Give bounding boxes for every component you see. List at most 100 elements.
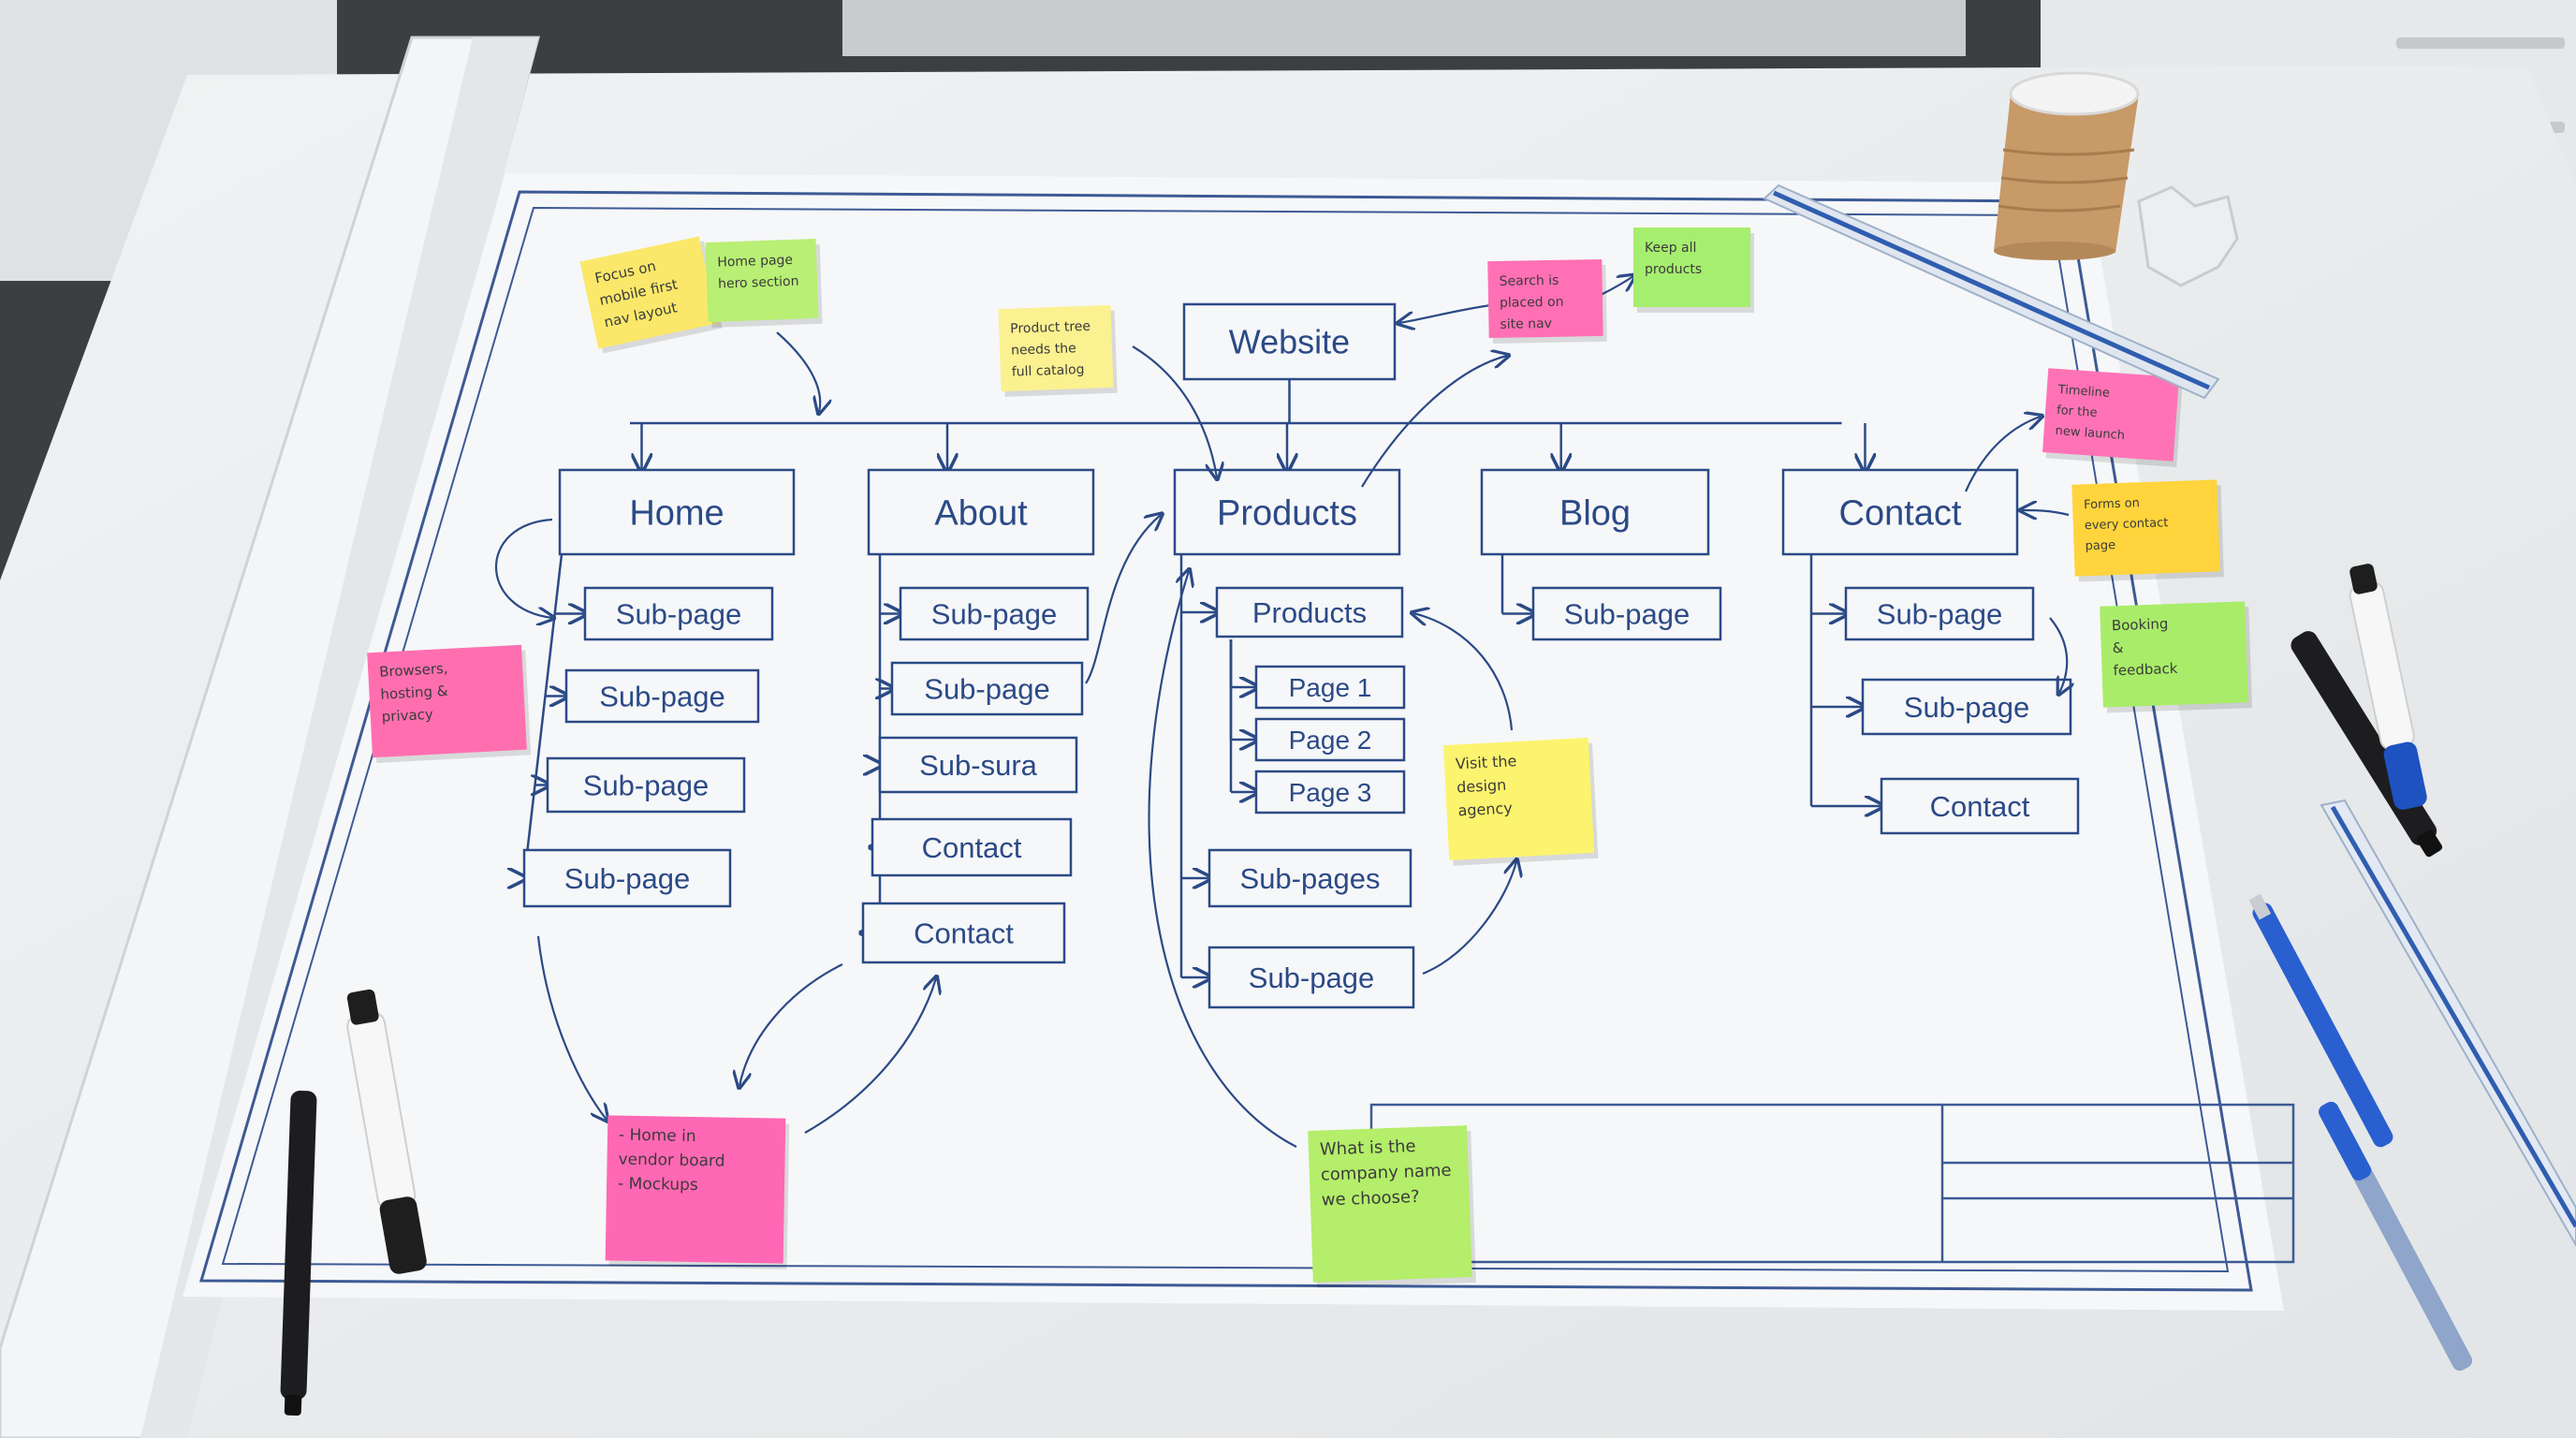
child-products-3-label: Page 2 xyxy=(1289,726,1372,755)
child-products-4: Page 3 xyxy=(1254,770,1406,814)
child-about-4-label: Contact xyxy=(922,831,1022,864)
child-products-6-label: Sub-page xyxy=(1249,961,1374,994)
sticky-note-9-line-1: Browsers, xyxy=(379,660,448,681)
child-contact-3-label: Contact xyxy=(1930,790,2030,823)
child-about-3: Sub-sura xyxy=(878,736,1078,794)
sticky-note-5-line-2: products xyxy=(1645,262,1702,277)
branch-home: Home xyxy=(558,468,796,556)
ruler-right xyxy=(2320,799,2576,1247)
sticky-note-8-line-1: Booking xyxy=(2112,615,2169,634)
sticky-note-10-line-1: Visit the xyxy=(1455,752,1516,772)
child-about-2-label: Sub-page xyxy=(924,672,1049,705)
child-home-2-label: Sub-page xyxy=(599,680,724,712)
sticky-note-12-line-2: company name xyxy=(1321,1161,1452,1185)
child-products-4-label: Page 3 xyxy=(1289,778,1372,807)
crumpled-paper xyxy=(2137,185,2239,287)
child-contact-1: Sub-page xyxy=(1844,586,2035,641)
blue-pen-1 xyxy=(2248,893,2393,1148)
inner-border xyxy=(221,206,2230,1273)
sticky-note-7-line-3: page xyxy=(2085,538,2115,553)
branch-contact-label: Contact xyxy=(1839,493,1962,533)
sticky-note-6: Timeline for the new launch xyxy=(2042,368,2183,468)
sticky-note-12-line-1: What is the xyxy=(1320,1137,1416,1160)
child-products-5-label: Sub-pages xyxy=(1240,862,1381,895)
drawer-handle xyxy=(2396,37,2565,49)
sticky-note-6-line-2: for the xyxy=(2056,404,2098,420)
child-products-5: Sub-pages xyxy=(1208,848,1412,908)
coffee-cup xyxy=(1994,71,2140,260)
sticky-note-6-line-3: new launch xyxy=(2055,424,2125,443)
white-marker xyxy=(346,989,427,1274)
blue-pen-2 xyxy=(2319,1101,2473,1372)
sticky-note-6-line-1: Timeline xyxy=(2056,383,2110,401)
back-wall xyxy=(842,0,1966,56)
child-products-2: Page 1 xyxy=(1254,665,1406,710)
sticky-note-2-line-1: Home page xyxy=(717,253,793,271)
sticky-note-3-line-3: full catalog xyxy=(1012,362,1085,380)
child-about-1: Sub-page xyxy=(899,586,1090,641)
sticky-note-5: Keep all products xyxy=(1633,227,1754,313)
sticky-note-11-line-1: - Home in xyxy=(619,1126,696,1146)
branch-products: Products xyxy=(1173,468,1401,556)
child-about-4: Contact xyxy=(871,817,1073,877)
hand-drawn-arrows xyxy=(494,276,2069,1148)
root-node-website: Website xyxy=(1182,302,1397,381)
black-marker-left xyxy=(280,1090,317,1416)
sticky-note-3: Product tree needs the full catalog xyxy=(998,304,1118,397)
child-home-3-label: Sub-page xyxy=(583,769,709,801)
sticky-note-4-line-3: site nav xyxy=(1500,316,1552,332)
branch-about: About xyxy=(867,468,1095,556)
child-home-1-label: Sub-page xyxy=(616,597,741,630)
child-home-1: Sub-page xyxy=(583,586,774,641)
paper-sheet xyxy=(183,173,2284,1311)
child-about-5-label: Contact xyxy=(914,917,1014,949)
child-products-1-label: Products xyxy=(1252,596,1367,629)
sticky-note-2-line-2: hero section xyxy=(718,274,799,292)
sticky-note-7-line-1: Forms on xyxy=(2084,496,2140,512)
sticky-note-8-line-2: & xyxy=(2112,639,2124,656)
child-about-3-label: Sub-sura xyxy=(919,749,1038,782)
ruler-top xyxy=(1763,183,2220,400)
sticky-note-12-line-3: we choose? xyxy=(1321,1187,1420,1211)
child-about-1-label: Sub-page xyxy=(931,597,1057,630)
branch-products-label: Products xyxy=(1217,493,1357,533)
child-blog-1-label: Sub-page xyxy=(1564,597,1690,630)
child-contact-2: Sub-page xyxy=(1861,678,2072,736)
child-products-3: Page 2 xyxy=(1254,717,1406,762)
sticky-note-11-line-3: - Mockups xyxy=(618,1175,698,1195)
child-home-4-label: Sub-page xyxy=(564,862,690,895)
sticky-note-2: Home page hero section xyxy=(705,238,823,328)
sticky-note-9: Browsers,hosting & privacy xyxy=(367,644,532,764)
child-products-6: Sub-page xyxy=(1208,946,1415,1009)
child-blog-1: Sub-page xyxy=(1531,586,1722,641)
sticky-note-3-line-1: Product tree xyxy=(1010,319,1090,337)
child-products-2-label: Page 1 xyxy=(1289,673,1372,702)
sticky-note-5-line-1: Keep all xyxy=(1645,241,1696,256)
sticky-note-4-line-2: placed on xyxy=(1500,295,1564,311)
child-contact-1-label: Sub-page xyxy=(1877,597,2002,630)
sticky-note-11-line-2: vendor board xyxy=(618,1151,724,1171)
child-contact-2-label: Sub-page xyxy=(1904,691,2029,724)
child-home-4: Sub-page xyxy=(522,848,732,908)
root-node-website-label: Website xyxy=(1229,323,1350,361)
child-about-5: Contact xyxy=(861,902,1066,964)
child-contact-3: Contact xyxy=(1880,777,2080,835)
branch-home-label: Home xyxy=(629,493,724,533)
child-home-2: Sub-page xyxy=(564,668,760,724)
child-products-1: Products xyxy=(1215,586,1404,638)
sticky-note-9-line-3: privacy xyxy=(381,706,433,726)
branch-blog: Blog xyxy=(1480,468,1710,556)
straightedge-rail xyxy=(140,37,538,1438)
sticky-note-9-line-2: hosting & xyxy=(380,682,448,703)
sticky-note-10-line-3: agency xyxy=(1457,799,1513,819)
blue-cap-marker xyxy=(2349,564,2427,810)
sticky-note-3-line-2: needs the xyxy=(1011,341,1076,358)
sticky-note-11: - Home in vendor board - Mockups xyxy=(605,1115,790,1269)
sticky-note-8-line-3: feedback xyxy=(2113,660,2178,679)
